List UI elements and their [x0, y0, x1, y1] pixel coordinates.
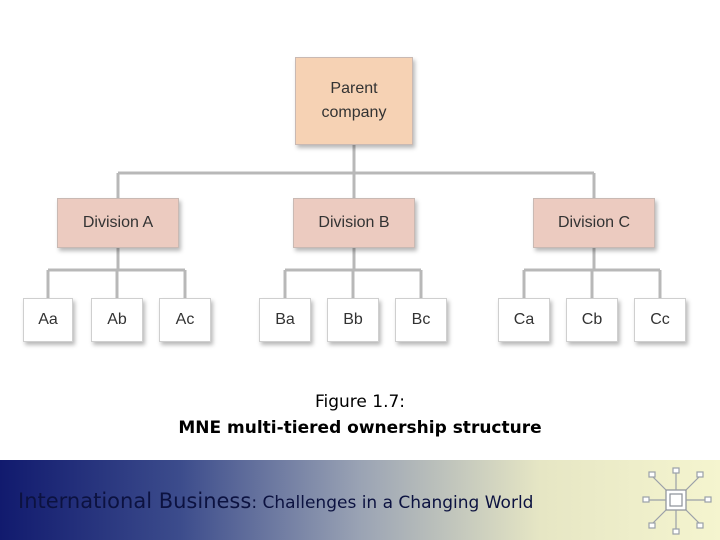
subsidiary-cc-box: Cc — [634, 298, 686, 342]
division-b-label: Division B — [318, 214, 390, 231]
footer-title: International Business: Challenges in a … — [18, 489, 533, 513]
subsidiary-aa-label: Aa — [38, 311, 58, 328]
parent-line2: company — [321, 104, 387, 121]
subsidiary-bc-box: Bc — [395, 298, 447, 342]
division-c-box: Division C — [533, 198, 655, 248]
footer-title-sub: Challenges in a Changing World — [257, 493, 534, 513]
figure-title: MNE multi-tiered ownership structure — [178, 418, 542, 438]
division-c-label: Division C — [557, 214, 630, 231]
footer-title-main: International Business — [18, 489, 252, 513]
subsidiary-aa-box: Aa — [23, 298, 73, 342]
footer-title-separator: : — [251, 493, 258, 513]
division-a-box: Division A — [57, 198, 179, 248]
footer-banner: International Business: Challenges in a … — [0, 460, 720, 540]
subsidiary-ca-label: Ca — [513, 311, 535, 328]
subsidiary-ac-label: Ac — [175, 311, 195, 328]
subsidiary-ca-box: Ca — [498, 298, 550, 342]
subsidiary-ab-box: Ab — [91, 298, 143, 342]
subsidiary-cc-label: Cc — [650, 311, 670, 328]
subsidiary-bb-label: Bb — [343, 311, 363, 328]
subsidiary-ba-box: Ba — [259, 298, 311, 342]
subsidiary-ac-box: Ac — [159, 298, 211, 342]
subsidiary-cb-box: Cb — [566, 298, 618, 342]
parent-company-box: Parent company — [295, 57, 413, 145]
figure-number: Figure 1.7: — [314, 392, 406, 412]
parent-line1: Parent — [330, 80, 378, 97]
network-logo-icon — [642, 467, 712, 535]
division-b-box: Division B — [293, 198, 415, 248]
subsidiary-ab-label: Ab — [107, 311, 127, 328]
subsidiary-bb-box: Bb — [327, 298, 379, 342]
subsidiary-bc-label: Bc — [411, 311, 431, 328]
subsidiary-cb-label: Cb — [581, 311, 603, 328]
subsidiary-ba-label: Ba — [275, 311, 295, 328]
connector-lines — [46, 145, 662, 298]
org-chart: Parent company Division A Division B Div… — [23, 57, 686, 342]
division-a-label: Division A — [82, 214, 154, 231]
